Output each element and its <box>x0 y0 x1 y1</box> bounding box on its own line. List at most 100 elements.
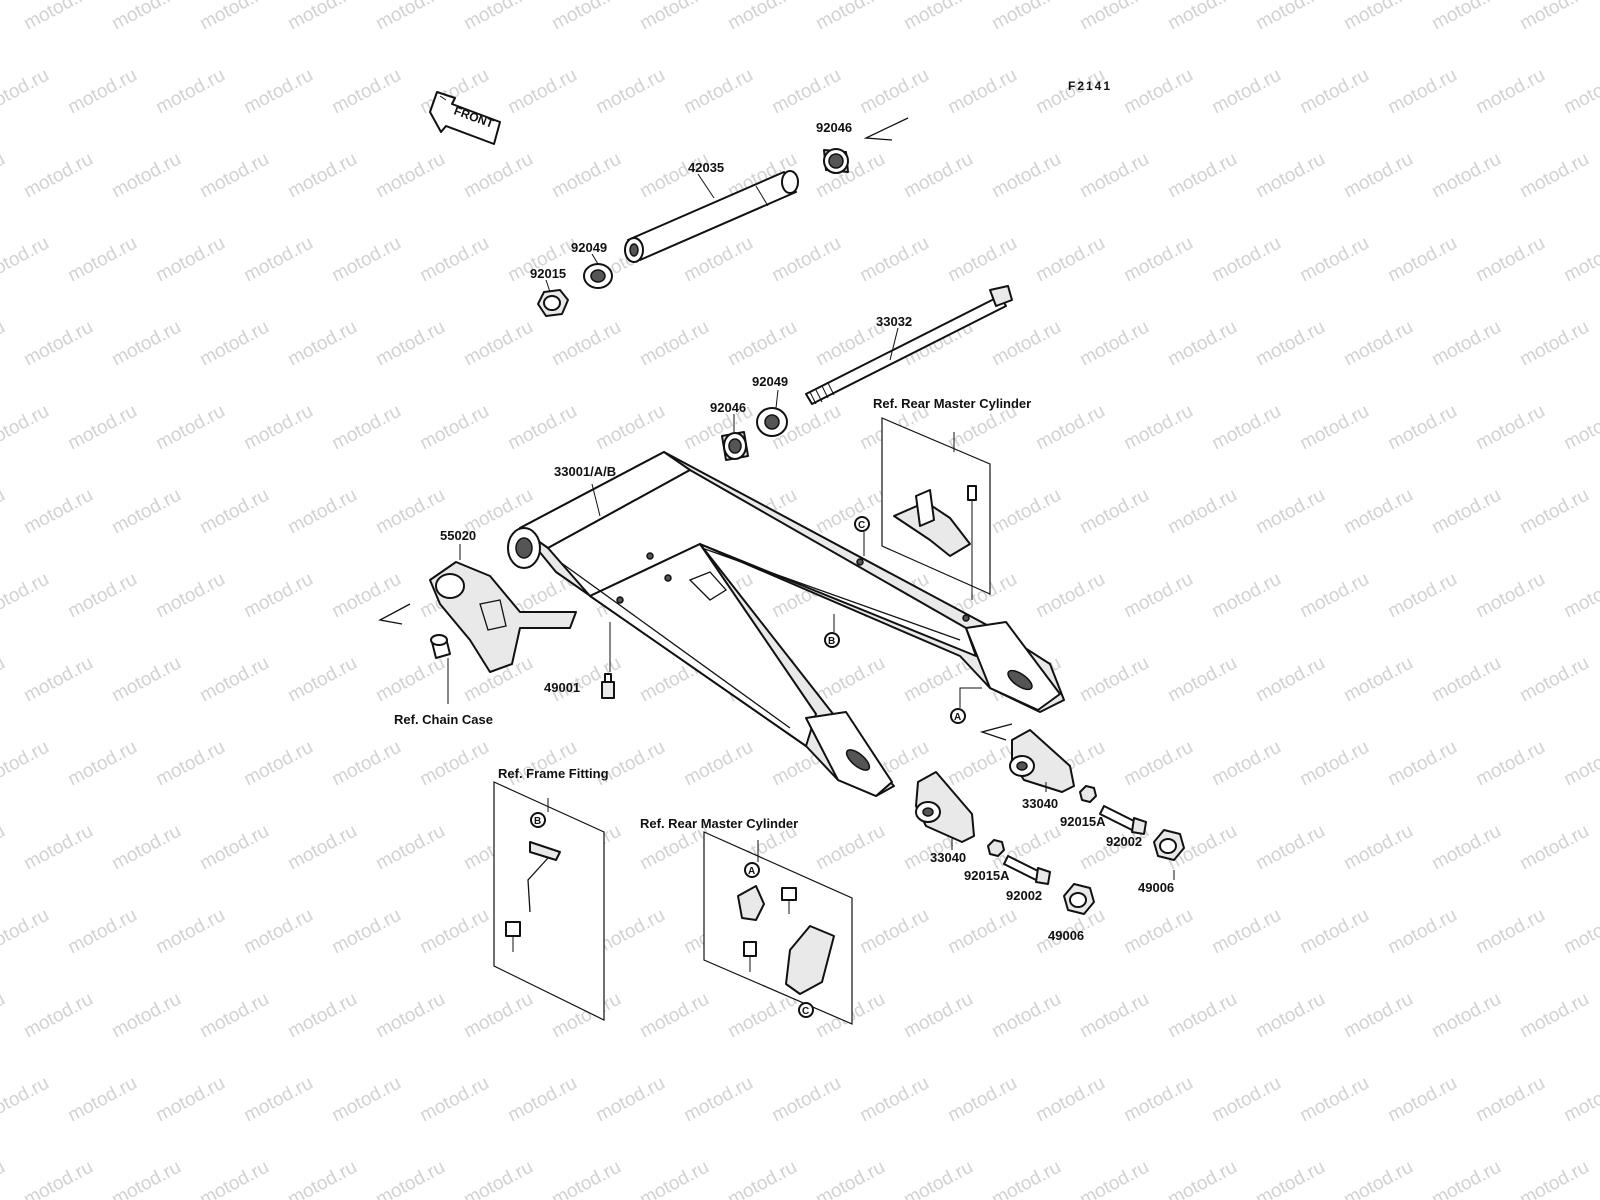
part-33040-adjuster-right <box>1009 729 1075 793</box>
label-92015A-left: 92015A <box>964 868 1010 883</box>
watermark-text: motod.ru <box>988 989 1064 1043</box>
watermark-text: motod.ru <box>1516 317 1592 371</box>
label-55020: 55020 <box>440 528 476 543</box>
watermark-text: motod.ru <box>0 65 53 119</box>
watermark-text: motod.ru <box>196 821 272 875</box>
watermark-text: motod.ru <box>328 401 404 455</box>
watermark-text: motod.ru <box>1164 0 1240 34</box>
watermark-text: motod.ru <box>372 317 448 371</box>
watermark-text: motod.ru <box>1120 905 1196 959</box>
watermark-text: motod.ru <box>1120 1073 1196 1127</box>
watermark-text: motod.ru <box>460 149 536 203</box>
watermark-text: motod.ru <box>1560 65 1600 119</box>
watermark-text: motod.ru <box>0 317 9 371</box>
watermark-text: motod.ru <box>504 1073 580 1127</box>
callout-c-ref: C <box>798 1002 814 1018</box>
svg-text:B: B <box>534 816 541 827</box>
watermark-text: motod.ru <box>152 65 228 119</box>
watermark-text: motod.ru <box>284 149 360 203</box>
watermark-text: motod.ru <box>1296 233 1372 287</box>
label-33001: 33001/A/B <box>554 464 616 479</box>
watermark-text: motod.ru <box>724 317 800 371</box>
watermark-text: motod.ru <box>1384 401 1460 455</box>
watermark-text: motod.ru <box>1252 317 1328 371</box>
watermark-text: motod.ru <box>372 1157 448 1200</box>
watermark-text: motod.ru <box>1296 737 1372 791</box>
ref-label-chain-case: Ref. Chain Case <box>394 712 493 727</box>
watermark-text: motod.ru <box>372 485 448 539</box>
watermark-text: motod.ru <box>328 737 404 791</box>
watermark-text: motod.ru <box>0 569 53 623</box>
part-92049-lower-seal <box>756 407 788 437</box>
watermark-text: motod.ru <box>108 149 184 203</box>
watermark-text: motod.ru <box>0 905 53 959</box>
watermark-text: motod.ru <box>1384 233 1460 287</box>
watermark-text: motod.ru <box>1252 989 1328 1043</box>
watermark-text: motod.ru <box>856 905 932 959</box>
watermark-text: motod.ru <box>64 905 140 959</box>
watermark-text: motod.ru <box>108 485 184 539</box>
watermark-text: motod.ru <box>988 317 1064 371</box>
watermark-text: motod.ru <box>680 233 756 287</box>
watermark-text: motod.ru <box>1076 317 1152 371</box>
label-33032: 33032 <box>876 314 912 329</box>
watermark-text: motod.ru <box>108 821 184 875</box>
watermark-text: motod.ru <box>944 65 1020 119</box>
watermark-text: motod.ru <box>1296 1073 1372 1127</box>
part-49001-grease-nipple <box>601 673 615 699</box>
watermark-text: motod.ru <box>504 737 580 791</box>
watermark-text: motod.ru <box>1120 569 1196 623</box>
label-49006-left: 49006 <box>1048 928 1084 943</box>
watermark-text: motod.ru <box>196 485 272 539</box>
watermark-text: motod.ru <box>1516 653 1592 707</box>
part-92002-bolt-left <box>1003 855 1051 885</box>
label-42035: 42035 <box>688 160 724 175</box>
watermark-text: motod.ru <box>460 317 536 371</box>
watermark-text: motod.ru <box>196 1157 272 1200</box>
watermark-text: motod.ru <box>416 1073 492 1127</box>
watermark-text: motod.ru <box>460 1157 536 1200</box>
watermark-text: motod.ru <box>1428 317 1504 371</box>
watermark-text: motod.ru <box>1340 989 1416 1043</box>
watermark-text: motod.ru <box>724 1157 800 1200</box>
watermark-text: motod.ru <box>372 989 448 1043</box>
part-33032-pivot-shaft <box>805 285 1013 405</box>
watermark-text: motod.ru <box>1428 149 1504 203</box>
watermark-text: motod.ru <box>1252 485 1328 539</box>
watermark-text: motod.ru <box>1252 1157 1328 1200</box>
watermark-text: motod.ru <box>108 0 184 34</box>
watermark-text: motod.ru <box>284 317 360 371</box>
watermark-text: motod.ru <box>988 1157 1064 1200</box>
leader-lines <box>447 173 1175 880</box>
watermark-text: motod.ru <box>108 317 184 371</box>
watermark-text: motod.ru <box>240 401 316 455</box>
watermark-text: motod.ru <box>1296 65 1372 119</box>
watermark-text: motod.ru <box>636 317 712 371</box>
watermark-text: motod.ru <box>1120 401 1196 455</box>
watermark-text: motod.ru <box>196 653 272 707</box>
watermark-text: motod.ru <box>900 0 976 34</box>
watermark-text: motod.ru <box>680 65 756 119</box>
watermark-text: motod.ru <box>988 485 1064 539</box>
part-92015-nut <box>537 289 569 317</box>
watermark-text: motod.ru <box>548 1157 624 1200</box>
watermark-text: motod.ru <box>724 0 800 34</box>
watermark-text: motod.ru <box>0 485 9 539</box>
direction-chevron-top <box>863 117 909 141</box>
watermark-text: motod.ru <box>1472 233 1548 287</box>
watermark-text: motod.ru <box>20 0 96 34</box>
watermark-text: motod.ru <box>64 65 140 119</box>
watermark-text: motod.ru <box>416 233 492 287</box>
watermark-text: motod.ru <box>1164 149 1240 203</box>
watermark-text: motod.ru <box>1384 569 1460 623</box>
watermark-text: motod.ru <box>1516 1157 1592 1200</box>
watermark-text: motod.ru <box>20 485 96 539</box>
watermark-text: motod.ru <box>636 0 712 34</box>
watermark-text: motod.ru <box>284 653 360 707</box>
watermark-text: motod.ru <box>0 653 9 707</box>
watermark-text: motod.ru <box>900 989 976 1043</box>
watermark-text: motod.ru <box>372 0 448 34</box>
label-92015A-right: 92015A <box>1060 814 1106 829</box>
watermark-text: motod.ru <box>64 233 140 287</box>
